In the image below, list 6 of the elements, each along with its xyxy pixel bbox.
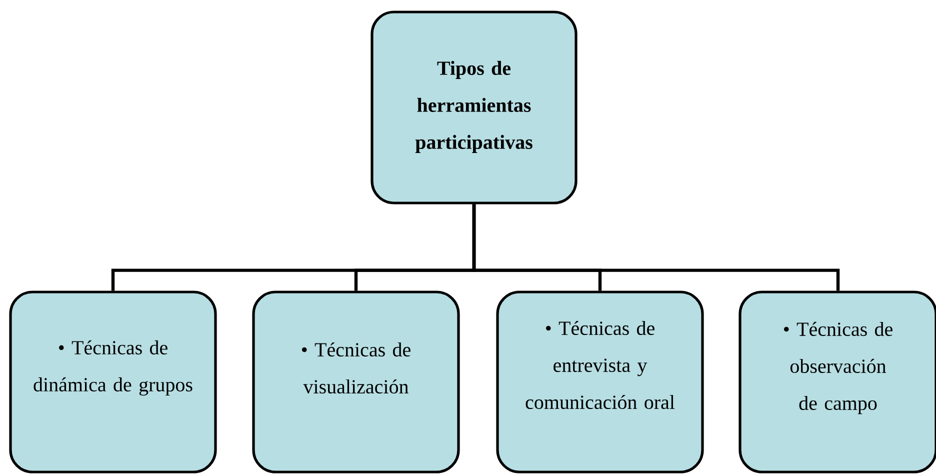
technique-box: • Técnicas de observación de campo bbox=[738, 290, 936, 474]
title-box: Tipos de herramientas participativas bbox=[370, 10, 578, 204]
technique-box: • Técnicas de visualización bbox=[252, 290, 460, 474]
technique-box: • Técnicas de dinámica de grupos bbox=[9, 290, 217, 474]
technique-box: • Técnicas de entrevista y comunicación oral bbox=[496, 290, 704, 474]
connector-line bbox=[472, 204, 840, 291]
